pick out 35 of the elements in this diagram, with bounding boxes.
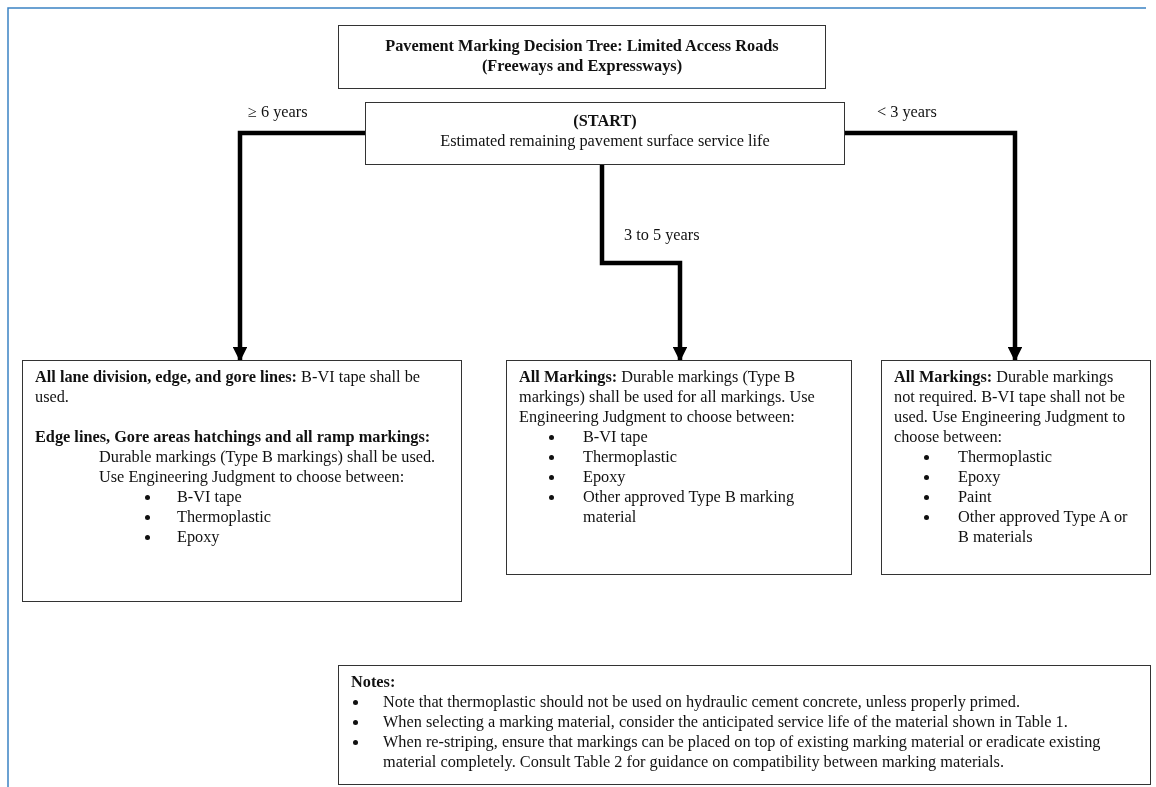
box-text: Durable markings (Type B markings) shall be used. Use Engineering Judgment to choose between:	[99, 447, 437, 487]
box-text: All lane division, edge, and gore lines: B-VI tape shall be used.	[35, 367, 422, 407]
edge-label: 3 to 5 years	[622, 226, 702, 244]
outcome-box	[881, 360, 1151, 575]
list-item: Other approved Type A or B materials	[958, 507, 1129, 547]
list-item: B-VI tape	[583, 427, 649, 447]
note-item: Note that thermoplastic should not be used on hydraulic cement concrete, unless properly primed.	[383, 692, 1022, 712]
box-text: Estimated remaining pavement surface service life	[439, 131, 771, 151]
box-text: Pavement Marking Decision Tree: Limited Access Roads (Freeways and Expressways)	[384, 36, 780, 76]
list-item: Thermoplastic	[958, 447, 1054, 467]
start-box	[365, 102, 845, 165]
edge-label: < 3 years	[875, 103, 939, 121]
list-item: Paint	[958, 487, 993, 507]
title-box	[338, 25, 826, 89]
outcome-box	[22, 360, 462, 602]
outcome-box	[506, 360, 852, 575]
box-text: All Markings: Durable markings not required. B-VI tape shall not be used. Use Engineering Judgment to choose between:	[894, 367, 1127, 447]
list-item: Epoxy	[583, 467, 627, 487]
arrow	[845, 130, 1023, 362]
list-item: Thermoplastic	[177, 507, 273, 527]
list-item: Thermoplastic	[583, 447, 679, 467]
list-item: Epoxy	[958, 467, 1002, 487]
box-text: All Markings: Durable markings (Type B markings) shall be used for all markings. Use Engineering Judgment to choose between:	[519, 367, 816, 427]
list-item: Other approved Type B marking material	[583, 487, 796, 527]
arrow	[599, 165, 688, 362]
notes-heading: Notes:	[351, 672, 397, 692]
arrow	[232, 130, 365, 362]
note-item: When selecting a marking material, consider the anticipated service life of the material shown in Table 1.	[383, 712, 1069, 732]
note-item: When re-striping, ensure that markings can be placed on top of existing marking material or eradicate existing material completely. Consult Table 2 for guidance on compatibility between marking materials.	[383, 732, 1102, 772]
list-item: Epoxy	[177, 527, 221, 547]
notes-box	[338, 665, 1151, 785]
edge-label: ≥ 6 years	[246, 103, 310, 121]
box-heading: Edge lines, Gore areas hatchings and all ramp markings:	[35, 427, 432, 447]
list-item: B-VI tape	[177, 487, 243, 507]
box-heading: (START)	[572, 111, 638, 131]
